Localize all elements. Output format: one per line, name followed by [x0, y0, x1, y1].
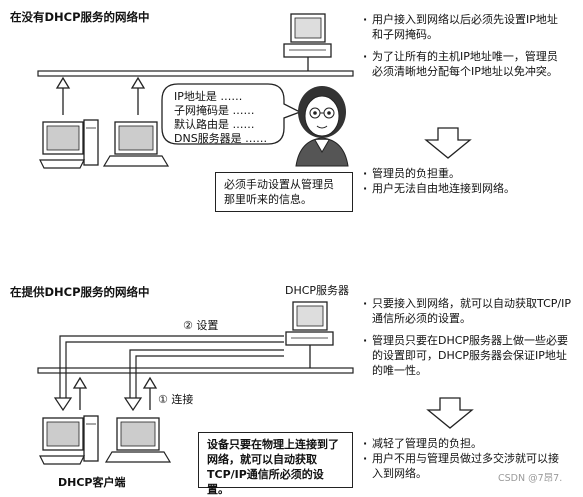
bottom-result-arrow	[426, 397, 474, 429]
top-bullet-2b: 用户无法自由地连接到网络。	[363, 181, 563, 196]
connect-arrow-right	[142, 376, 158, 410]
bottom-laptop-icon	[104, 417, 172, 463]
bubble-line-dns: DNS服务器是 ……	[174, 132, 268, 145]
top-bubble-text: IP地址是 …… 子网掩码是 …… 默认路由是 …… DNS服务器是 ……	[166, 86, 300, 150]
top-connect-arrow-right	[130, 76, 146, 115]
settings-flow-path	[53, 335, 284, 412]
step-1-label: ① 连接	[158, 393, 194, 406]
watermark-text: CSDN @7昂7.	[498, 473, 563, 484]
top-network-bus	[37, 70, 354, 77]
top-connect-arrow-left	[55, 76, 71, 115]
bottom-note-box: 设备只要在物理上连接到了网络，就可以自动获取TCP/IP通信所必须的设置。	[198, 432, 353, 496]
top-section-title: 在没有DHCP服务的网络中	[10, 10, 150, 24]
top-speech-bubble	[161, 83, 302, 145]
connect-arrow-left	[72, 376, 88, 410]
top-bullet-1a: 用户接入到网络以后必须先设置IP地址和子网掩码。	[363, 12, 563, 42]
bottom-bullet-1a: 只要接入到网络，就可以自动获取TCP/IP通信所必须的设置。	[363, 296, 575, 326]
bottom-desktop-pc-icon	[39, 415, 99, 465]
top-bullet-1b: 为了让所有的主机IP地址唯一，管理员必须清晰地分配每个IP地址以免冲突。	[363, 49, 563, 79]
top-bullet-list-2: 管理员的负担重。 用户无法自由地连接到网络。	[363, 166, 563, 196]
bottom-bullet-list-2: 减轻了管理员的负担。 用户不用与管理员做过多交涉就可以接入到网络。	[363, 436, 563, 481]
bottom-section-title: 在提供DHCP服务的网络中	[10, 285, 150, 299]
bottom-bullet-1b: 管理员只要在DHCP服务器上做一些必要的设置即可，DHCP服务器会保证IP地址的…	[363, 333, 575, 378]
bottom-bullet-2b: 用户不用与管理员做过多交涉就可以接入到网络。	[363, 451, 563, 481]
bubble-line-mask: 子网掩码是 ……	[174, 104, 255, 117]
bubble-line-gateway: 默认路由是 ……	[174, 118, 255, 131]
bottom-network-bus	[37, 367, 354, 374]
top-bullet-2a: 管理员的负担重。	[363, 166, 563, 181]
top-laptop-icon	[102, 121, 170, 167]
administrator-icon	[295, 86, 349, 167]
bubble-line-ip: IP地址是 ……	[174, 90, 243, 103]
top-result-arrow	[424, 127, 472, 159]
step-2-label: ② 设置	[183, 319, 219, 332]
top-desktop-pc-icon	[39, 119, 99, 169]
bottom-bullet-list-1: 只要接入到网络，就可以自动获取TCP/IP通信所必须的设置。 管理员只要在DHC…	[363, 296, 575, 385]
bottom-bullet-2a: 减轻了管理员的负担。	[363, 436, 563, 451]
top-server-icon	[283, 13, 332, 71]
top-note-box: 必须手动设置从管理员那里听来的信息。	[215, 172, 353, 212]
dhcp-server-icon	[285, 301, 334, 368]
dhcp-server-label: DHCP服务器	[285, 284, 350, 297]
dhcp-client-label: DHCP客户端	[58, 476, 126, 489]
top-bullet-list-1: 用户接入到网络以后必须先设置IP地址和子网掩码。 为了让所有的主机IP地址唯一，…	[363, 12, 563, 86]
